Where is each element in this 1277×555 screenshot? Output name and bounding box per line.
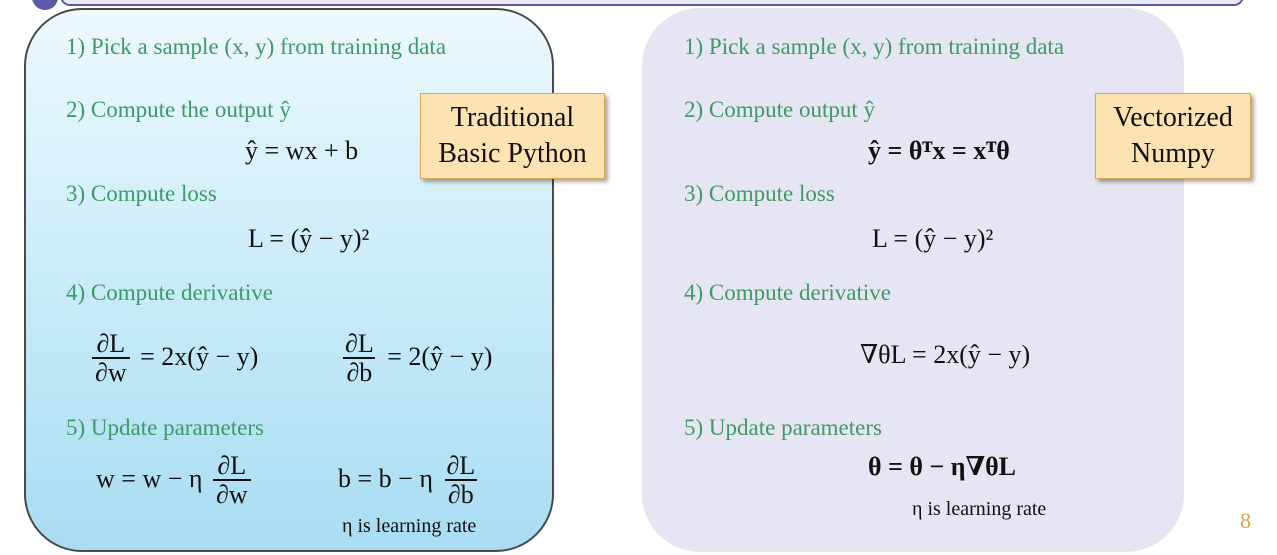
left-frac-w-update-den: ∂w — [212, 479, 251, 510]
left-eq-w-update-lhs: w = w − η — [96, 463, 203, 493]
left-frac-dw-den: ∂w — [92, 357, 130, 388]
left-frac-dw-num: ∂L — [96, 329, 126, 358]
left-eq-w-update: w = w − η ∂L ∂w — [96, 452, 255, 510]
left-frac-db-num: ∂L — [345, 329, 374, 358]
right-eq-output: ŷ = θᵀx = xᵀθ — [868, 136, 1010, 165]
left-eq-dw-rhs: = 2x(ŷ − y) — [140, 341, 259, 371]
right-eq-update: θ = θ − η∇θL — [868, 452, 1017, 481]
tag-vectorized-numpy: Vectorized Numpy — [1095, 93, 1251, 179]
right-step-4: 4) Compute derivative — [684, 280, 891, 305]
left-eq-db: ∂L ∂b = 2(ŷ − y) — [338, 330, 492, 388]
page-number: 8 — [1240, 508, 1251, 533]
left-eq-dw: ∂L ∂w = 2x(ŷ − y) — [88, 330, 258, 388]
tag-right-line-2: Numpy — [1131, 138, 1215, 169]
tag-left-line-1: Traditional — [450, 102, 575, 134]
left-eq-b-update-lhs: b = b − η — [338, 463, 433, 493]
left-learning-rate-note: η is learning rate — [342, 515, 477, 537]
right-learning-rate-note: η is learning rate — [912, 498, 1047, 520]
left-eq-loss: L = (ŷ − y)² — [248, 224, 370, 253]
right-step-2: 2) Compute output ŷ — [684, 97, 876, 122]
left-frac-b-update: ∂L ∂b — [443, 452, 478, 510]
panel-vectorized — [642, 8, 1184, 552]
left-eq-b-update: b = b − η ∂L ∂b — [338, 452, 482, 510]
right-eq-loss: L = (ŷ − y)² — [872, 224, 994, 253]
right-step-3: 3) Compute loss — [684, 181, 835, 206]
right-step-5: 5) Update parameters — [684, 415, 882, 440]
left-step-5: 5) Update parameters — [66, 415, 264, 440]
left-frac-db-den: ∂b — [343, 357, 376, 388]
left-frac-dl-db: ∂L ∂b — [342, 330, 377, 388]
header-decoration-circle — [32, 0, 58, 10]
left-step-4: 4) Compute derivative — [66, 280, 273, 305]
left-frac-w-update-num: ∂L — [217, 451, 247, 480]
left-frac-b-update-den: ∂b — [444, 479, 477, 510]
right-step-1: 1) Pick a sample (x, y) from training da… — [684, 34, 1065, 59]
left-eq-db-rhs: = 2(ŷ − y) — [387, 341, 493, 371]
left-step-1: 1) Pick a sample (x, y) from training da… — [66, 34, 447, 59]
tag-right-line-1: Vectorized — [1113, 102, 1233, 134]
left-step-3: 3) Compute loss — [66, 181, 217, 206]
right-eq-gradient: ∇θL = 2x(ŷ − y) — [860, 340, 1031, 369]
left-frac-dl-dw: ∂L ∂w — [92, 330, 130, 388]
left-eq-output: ŷ = wx + b — [245, 136, 359, 165]
header-bar — [60, 0, 1244, 6]
left-step-2: 2) Compute the output ŷ — [66, 97, 291, 122]
tag-left-line-2: Basic Python — [438, 138, 587, 169]
left-frac-b-update-num: ∂L — [446, 451, 476, 480]
tag-traditional-basic-python: Traditional Basic Python — [420, 93, 605, 179]
left-frac-w-update: ∂L ∂w — [212, 451, 251, 510]
